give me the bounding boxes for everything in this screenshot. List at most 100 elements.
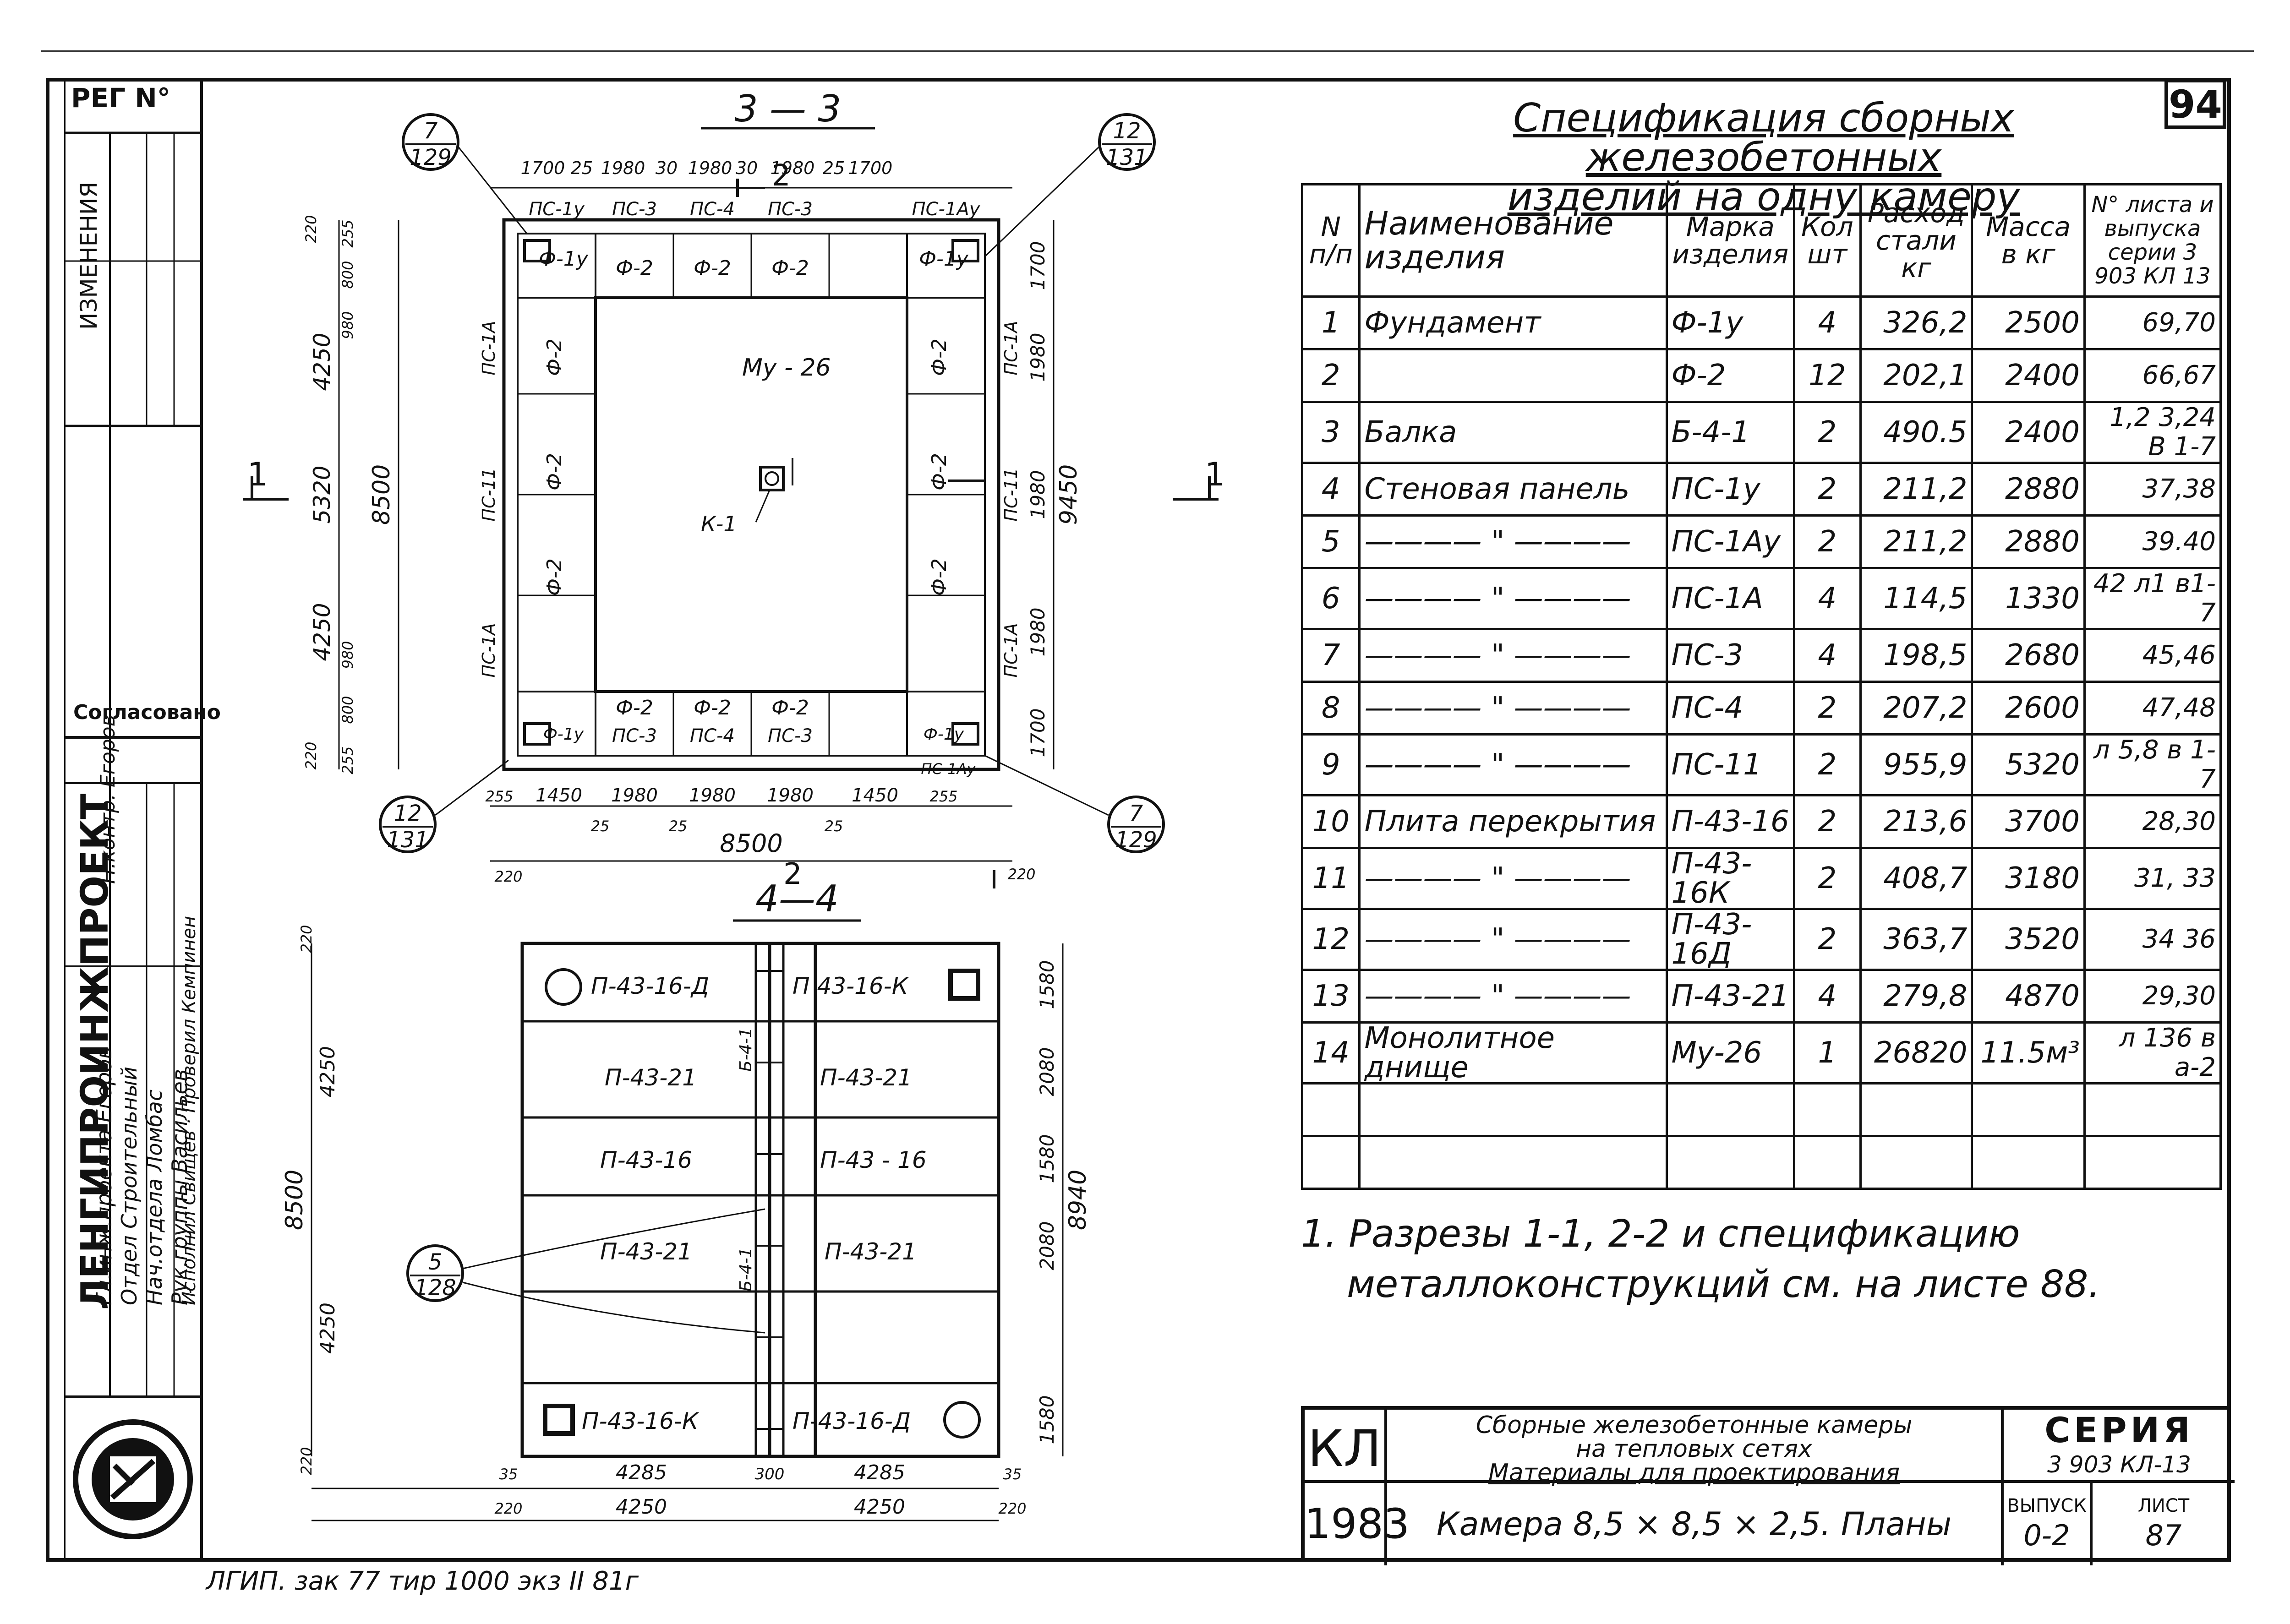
panel-label: ПС-4 <box>690 725 735 747</box>
dim-bottom: 25 <box>825 817 843 835</box>
dim-bottom: 4250 <box>616 1495 667 1519</box>
table-cell <box>1793 1082 1862 1137</box>
table-cell: 2 <box>1793 462 1862 517</box>
table-cell: л 5,8 в 1-7 <box>2083 733 2222 796</box>
table-cell: П-43-16 <box>1665 794 1796 849</box>
dim-bottom: 255 <box>929 788 957 805</box>
table-cell: 3180 <box>1971 847 2086 910</box>
table-cell: П-43-21 <box>1665 969 1796 1024</box>
table-cell: 4 <box>1793 628 1862 683</box>
dim-left: 220 <box>298 1447 315 1475</box>
panel-label: ПС-3 <box>612 725 657 747</box>
slab-label: Ф-2 <box>928 453 951 490</box>
table-cell: 29,30 <box>2083 969 2222 1024</box>
table-cell: 2 <box>1793 401 1862 464</box>
table-cell: ———— " ———— <box>1358 847 1668 910</box>
tb-kl: КЛ <box>1305 1410 1387 1483</box>
table-cell: 2 <box>1301 348 1361 403</box>
slab-label: П-43-16-К <box>582 1408 700 1434</box>
dim-bottom-total: 8500 <box>720 829 782 858</box>
table-cell: 12 <box>1301 908 1361 971</box>
table-cell: ———— " ———— <box>1358 567 1668 630</box>
stamp-person-1: Гл.инж.проекта Егоров <box>92 1046 116 1305</box>
tb-list-value: 87 <box>2145 1519 2182 1552</box>
callout-top: 7 <box>1129 801 1143 826</box>
table-cell: Му-26 <box>1665 1021 1796 1084</box>
table-cell: ПС-11 <box>1665 733 1796 796</box>
dim-bottom: 25 <box>591 817 610 835</box>
drawing-sheet <box>46 78 2231 1562</box>
dim-right: 2080 <box>1036 1047 1058 1096</box>
table-cell: П-43-16К <box>1665 847 1796 910</box>
table-cell: 279,8 <box>1859 969 1973 1024</box>
panel-label: ПС-1А <box>1001 321 1021 376</box>
dim-left: 220 <box>302 215 320 243</box>
slab-label: Ф-2 <box>928 338 951 376</box>
table-cell: 10 <box>1301 794 1361 849</box>
slab-label: Ф-2 <box>543 558 566 596</box>
table-cell: 2 <box>1793 681 1862 736</box>
tb-list-label: ЛИСТ <box>2137 1495 2190 1516</box>
dim-bottom: 25 <box>669 817 688 835</box>
dim-right: 1980 <box>1027 333 1049 382</box>
table-cell: 4 <box>1301 462 1361 517</box>
table-cell: 7 <box>1301 628 1361 683</box>
panel-label: ПС-1А <box>479 321 499 376</box>
table-cell: 3 <box>1301 401 1361 464</box>
callout-bottom: 131 <box>1106 145 1148 170</box>
table-cell <box>1859 1135 1973 1190</box>
table-cell: 4870 <box>1971 969 2086 1024</box>
slab-label: Ф-2 <box>694 696 731 719</box>
table-cell: 2400 <box>1971 401 2086 464</box>
table-cell: ———— " ———— <box>1358 969 1668 1024</box>
dim-left: 980 <box>339 641 356 669</box>
dim-bottom: 1980 <box>767 785 814 806</box>
table-cell: 2 <box>1793 794 1862 849</box>
slab-label: Ф-1у <box>924 725 964 744</box>
dim-top: 1980 <box>601 158 645 178</box>
panel-label: ПС-4 <box>690 199 735 220</box>
table-cell: Б-4-1 <box>1665 401 1796 464</box>
tb-vypusk-value: 0-2 <box>2023 1519 2070 1552</box>
table-cell: 5320 <box>1971 733 2086 796</box>
table-cell: 8 <box>1301 681 1361 736</box>
table-cell: 2680 <box>1971 628 2086 683</box>
table-cell: 326,2 <box>1859 295 1973 350</box>
dim-right: 2080 <box>1036 1221 1058 1270</box>
table-cell: 14 <box>1301 1021 1361 1084</box>
slab-label: Ф-2 <box>771 256 809 280</box>
panel-label: ПС-1А <box>479 623 499 678</box>
table-cell <box>1859 1082 1973 1137</box>
callout-top: 5 <box>428 1249 443 1275</box>
table-cell: 42 л1 в1-7 <box>2083 567 2222 630</box>
slab-label: П-43-21 <box>825 1238 917 1265</box>
spec-table-wrapper: N п/п Наименование изделия Марка изделия… <box>1301 183 2222 1190</box>
dim-left: 4250 <box>316 1046 339 1097</box>
tb-desc-line: на тепловых сетях <box>1576 1435 1812 1463</box>
dim-right: 1700 <box>1027 241 1049 290</box>
callout-top: 12 <box>1113 118 1141 144</box>
table-cell: 9 <box>1301 733 1361 796</box>
table-cell: 66,67 <box>2083 348 2222 403</box>
dim-right: 1700 <box>1027 708 1049 758</box>
table-cell <box>1358 1135 1668 1190</box>
dim-bottom: 35 <box>1003 1466 1022 1483</box>
beam-label: Б-4-1 <box>737 1028 755 1072</box>
table-cell: Балка <box>1358 401 1668 464</box>
table-cell <box>1301 1082 1361 1137</box>
col-header: Масса в кг <box>1971 183 2086 298</box>
table-cell: 1 <box>1301 295 1361 350</box>
stamp-person-7: Н.контр. Егоров <box>96 714 120 884</box>
col-header: Кол шт <box>1793 183 1862 298</box>
table-cell: 37,38 <box>2083 462 2222 517</box>
table-cell: 211,2 <box>1859 462 1973 517</box>
dim-left: 800 <box>339 696 356 724</box>
tb-seria-value: 3 903 КЛ-13 <box>2047 1451 2191 1478</box>
table-cell: Ф-2 <box>1665 348 1796 403</box>
slab-label: П-43-16 <box>600 1147 692 1173</box>
dim-left: 800 <box>339 261 356 289</box>
